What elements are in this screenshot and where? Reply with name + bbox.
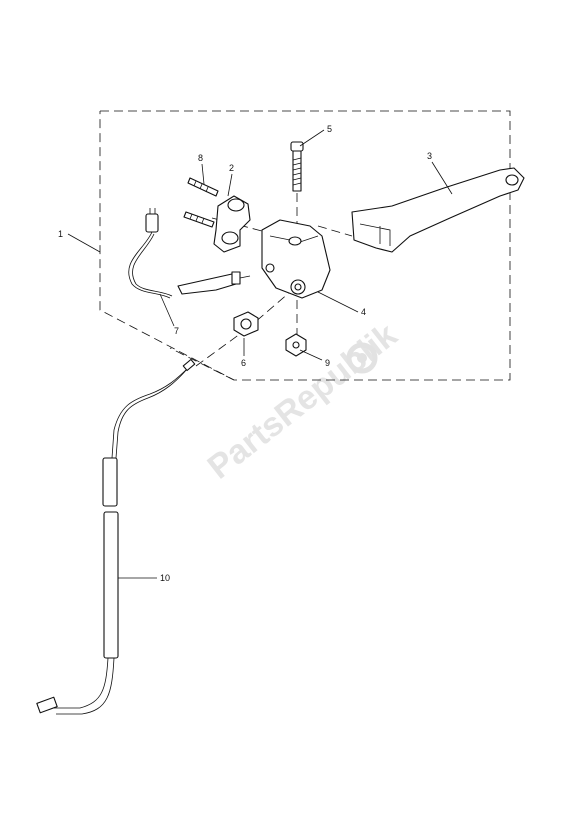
- callout-10: 10: [160, 573, 170, 583]
- switch-dash: [245, 291, 291, 331]
- callout-1: 1: [58, 229, 63, 239]
- callout-6: 6: [241, 358, 246, 368]
- assembly-boundary: [99, 110, 511, 381]
- handlebar-clamp: [213, 195, 251, 253]
- callout-9: 9: [325, 358, 330, 368]
- bolt: [290, 141, 304, 192]
- callout-4: 4: [361, 307, 366, 317]
- callout-leaders: [67, 129, 453, 579]
- lever-switch: [233, 311, 259, 337]
- nut: [285, 333, 307, 357]
- clamp-screws: [183, 177, 219, 228]
- clutch-lever: [351, 167, 525, 253]
- callout-7: 7: [174, 326, 179, 336]
- clutch-cable: [36, 358, 196, 715]
- mount-dash-right: [317, 225, 353, 237]
- lever-housing: [261, 219, 331, 299]
- callouts: 1 2 3 4 5 6 7 8 9 10: [58, 124, 432, 583]
- boundary-extension: [169, 347, 235, 381]
- callout-5: 5: [327, 124, 332, 134]
- callout-2: 2: [229, 163, 234, 173]
- watermark-gear-icon: [346, 342, 378, 374]
- callout-3: 3: [427, 151, 432, 161]
- callout-8: 8: [198, 153, 203, 163]
- switch-with-lead: [128, 208, 251, 299]
